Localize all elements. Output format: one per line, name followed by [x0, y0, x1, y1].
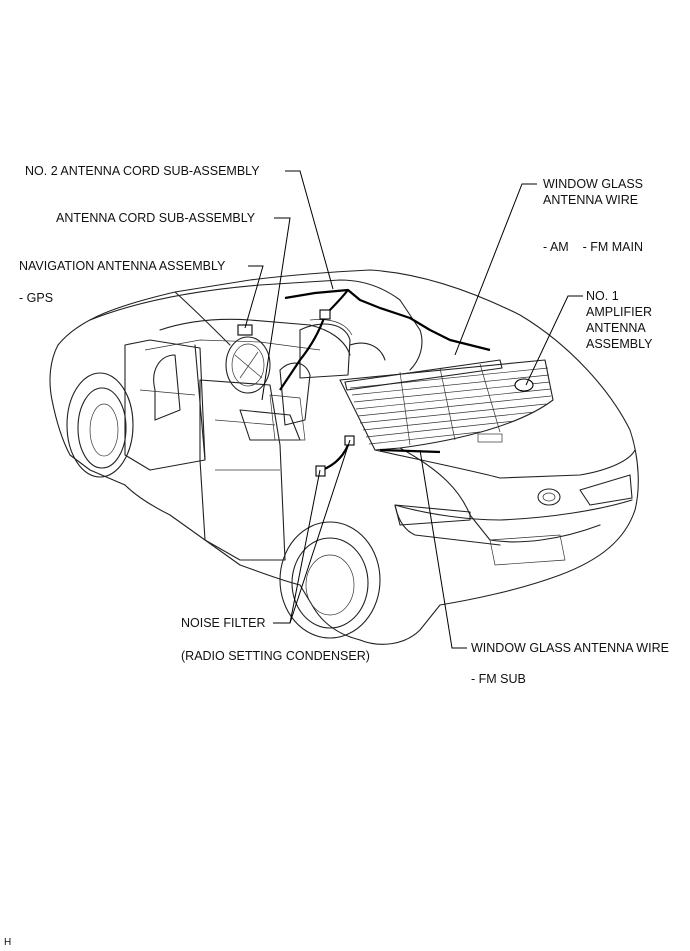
no2-antenna-cord-connector	[319, 309, 331, 320]
leader-lines	[244, 170, 583, 649]
label-am-fm-main: - AM - FM MAIN	[543, 240, 643, 254]
label-fm-sub: - FM SUB	[471, 672, 526, 686]
label-radio-setting-condenser: (RADIO SETTING CONDENSER)	[181, 649, 370, 663]
car-interior	[124, 318, 386, 561]
antenna-cables	[279, 288, 491, 472]
label-antenna-cord: ANTENNA CORD SUB-ASSEMBLY	[56, 211, 256, 225]
label-no2-antenna-cord: NO. 2 ANTENNA CORD SUB-ASSEMBLY	[25, 164, 260, 178]
rear-wheel	[279, 521, 381, 639]
amplifier-antenna-part	[514, 378, 534, 392]
label-amplifier-line4: ASSEMBLY	[586, 337, 653, 351]
label-navigation-antenna: NAVIGATION ANTENNA ASSEMBLY	[19, 259, 226, 273]
label-window-glass-wire-line2: ANTENNA WIRE	[543, 193, 639, 207]
corner-mark: H	[4, 937, 12, 948]
label-amplifier-line2: AMPLIFIER	[586, 305, 652, 319]
navigation-antenna-part	[237, 324, 253, 336]
label-amplifier-line3: ANTENNA	[586, 321, 646, 335]
front-wheel	[66, 372, 134, 478]
label-noise-filter: NOISE FILTER	[181, 616, 266, 630]
label-amplifier-line1: NO. 1	[586, 289, 619, 303]
rear-window-grid	[344, 359, 552, 446]
label-window-glass-wire-line1: WINDOW GLASS	[543, 177, 644, 191]
label-gps: - GPS	[19, 291, 54, 305]
label-window-glass-wire-sub: WINDOW GLASS ANTENNA WIRE	[471, 641, 669, 655]
noise-filter-part-lower	[315, 465, 326, 477]
